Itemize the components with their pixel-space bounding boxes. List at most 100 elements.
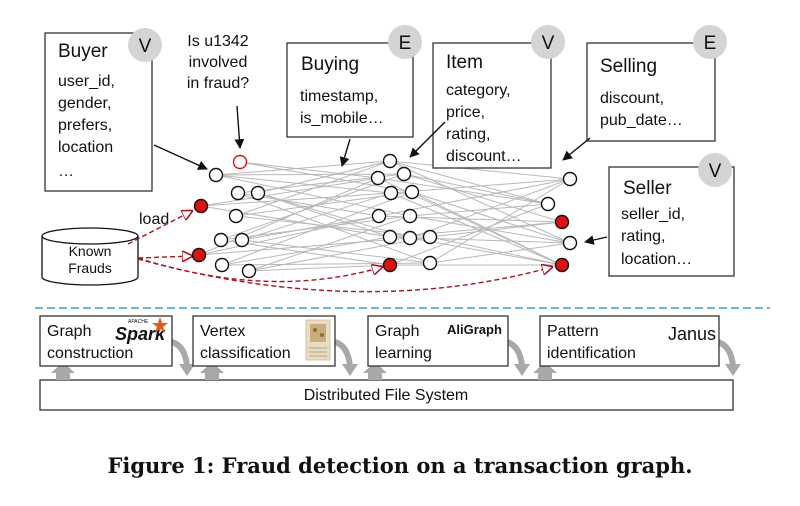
- question-line: in fraud?: [187, 75, 249, 92]
- graph-node: [402, 230, 418, 246]
- stage-label: identification: [547, 345, 636, 362]
- pipeline: Distributed File System Graph constructi…: [39, 315, 741, 411]
- stage-vertex-classification: Vertex classification: [192, 315, 336, 367]
- fraud-node: [554, 257, 570, 273]
- dfs-label: Distributed File System: [304, 387, 469, 404]
- graph-edge: [237, 192, 431, 264]
- graph-edge: [239, 161, 379, 179]
- graph-node: [402, 208, 418, 224]
- load-arrow: [137, 257, 382, 283]
- graph-edge: [200, 192, 392, 207]
- stage-label: Vertex: [200, 323, 245, 340]
- fraud-node: [554, 214, 570, 230]
- seller-field: rating,: [621, 228, 665, 245]
- graph-edge: [248, 215, 411, 272]
- graph-node: [422, 255, 438, 271]
- graph-edge: [409, 178, 571, 239]
- spark-logo: Spark: [115, 324, 166, 344]
- spark-star-icon: [152, 317, 168, 333]
- graph-node: [250, 185, 266, 201]
- stage-label: Graph: [375, 323, 419, 340]
- vertex-badge: [698, 153, 732, 187]
- item-arrow: [409, 121, 446, 158]
- buyer-arrow: [153, 144, 208, 170]
- vertex-badge: [531, 25, 565, 59]
- graph-node: [404, 184, 420, 200]
- graph-edge: [241, 192, 392, 241]
- graph-edge: [389, 160, 549, 205]
- edge-badge-label: E: [399, 33, 412, 54]
- buying-title: Buying: [301, 54, 359, 75]
- selling-field: discount,: [600, 90, 664, 107]
- spark-logo-sup: APACHE: [128, 319, 149, 325]
- edge-badge: [693, 25, 727, 59]
- question-line: involved: [189, 54, 248, 71]
- up-arrow-icon: [533, 362, 557, 380]
- graph-edge: [220, 173, 405, 241]
- item-field: price,: [446, 104, 485, 121]
- seller-title: Seller: [623, 178, 672, 199]
- down-arrow-icon: [725, 364, 741, 376]
- graph-edge: [248, 264, 391, 272]
- graph-edge: [429, 242, 571, 264]
- buyer-title: Buyer: [58, 41, 108, 62]
- item-title: Item: [446, 52, 483, 73]
- stage-label: Graph: [47, 323, 91, 340]
- up-arrow-icon: [200, 362, 224, 380]
- graph-edge: [390, 178, 571, 194]
- graph-edge: [198, 237, 411, 256]
- graph-edge: [198, 215, 380, 256]
- graph-node: [396, 166, 412, 182]
- seller-arrow: [584, 235, 608, 245]
- load-arrow: [137, 258, 552, 293]
- graph-nodes: [191, 153, 578, 279]
- buying-arrow: [339, 138, 351, 167]
- graph-edge: [389, 203, 549, 266]
- item-box: Item category, price, rating, discount… …: [432, 25, 565, 169]
- graph-node: [370, 170, 386, 186]
- load-arrow: [137, 256, 192, 258]
- graph-edge: [257, 160, 391, 194]
- vertex-badge-label: V: [139, 36, 152, 57]
- down-arrow-icon: [179, 364, 195, 376]
- selling-field: pub_date…: [600, 112, 683, 129]
- vertex-badge: [128, 28, 162, 62]
- edge-badge-label: E: [704, 33, 717, 54]
- graph-edge: [429, 178, 571, 264]
- buyer-field: …: [58, 163, 74, 180]
- vertex-badge-label: V: [709, 161, 722, 182]
- question-arrow: [234, 105, 245, 149]
- buying-field: is_mobile…: [300, 110, 384, 127]
- buyer-field: user_id,: [58, 73, 115, 90]
- graph-node: [208, 167, 224, 183]
- selling-box: Selling discount, pub_date… E: [586, 25, 727, 142]
- graph-node: [422, 229, 438, 245]
- graph-node: [371, 208, 387, 224]
- down-arrow-icon: [505, 339, 525, 367]
- down-arrow-icon: [514, 364, 530, 376]
- graph-node: [241, 263, 257, 279]
- stage-label: learning: [375, 345, 432, 362]
- fraud-node: [191, 247, 207, 263]
- fraud-node: [382, 257, 398, 273]
- graph-edge: [200, 177, 379, 207]
- graph-node: [214, 257, 230, 273]
- buyer-box: Buyer user_id, gender, prefers, location…: [44, 28, 162, 192]
- graph-edge: [241, 215, 380, 241]
- down-arrow-icon: [333, 339, 353, 367]
- known-frauds-label: Frauds: [68, 260, 112, 276]
- query-node: [232, 154, 248, 170]
- up-arrows: [51, 362, 557, 380]
- vertex-badge-label: V: [542, 33, 555, 54]
- up-arrow-icon: [51, 362, 75, 380]
- stage-label: Pattern: [547, 323, 599, 340]
- graph-edge: [409, 215, 571, 244]
- buyer-field: gender,: [58, 95, 111, 112]
- graph-edge: [429, 236, 563, 266]
- aligraph-logo: AliGraph: [447, 322, 502, 337]
- down-arrow-icon: [716, 339, 736, 367]
- item-field: category,: [446, 82, 511, 99]
- graph-edge: [403, 173, 549, 205]
- graph-edge: [377, 177, 549, 205]
- graph-edge: [257, 192, 391, 238]
